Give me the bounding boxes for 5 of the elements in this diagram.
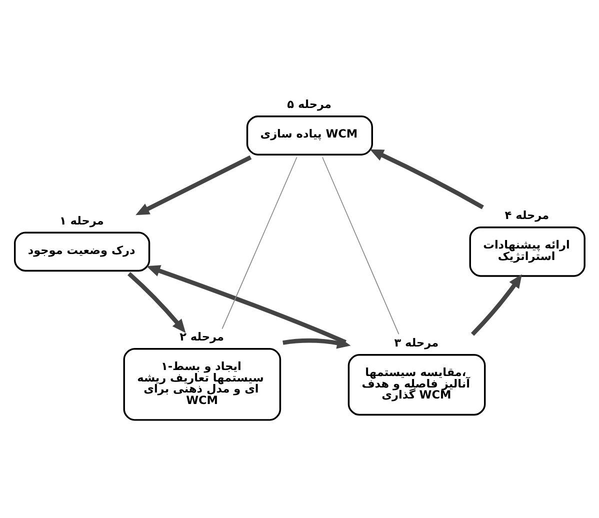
node-label: مرحله ۵ xyxy=(287,98,332,111)
node-label: مرحله ۱ xyxy=(60,214,104,227)
node-label: مرحله ۲ xyxy=(180,330,224,343)
node-label: مرحله ۳ xyxy=(394,336,439,350)
node-label: مرحله ۴ xyxy=(504,208,550,222)
